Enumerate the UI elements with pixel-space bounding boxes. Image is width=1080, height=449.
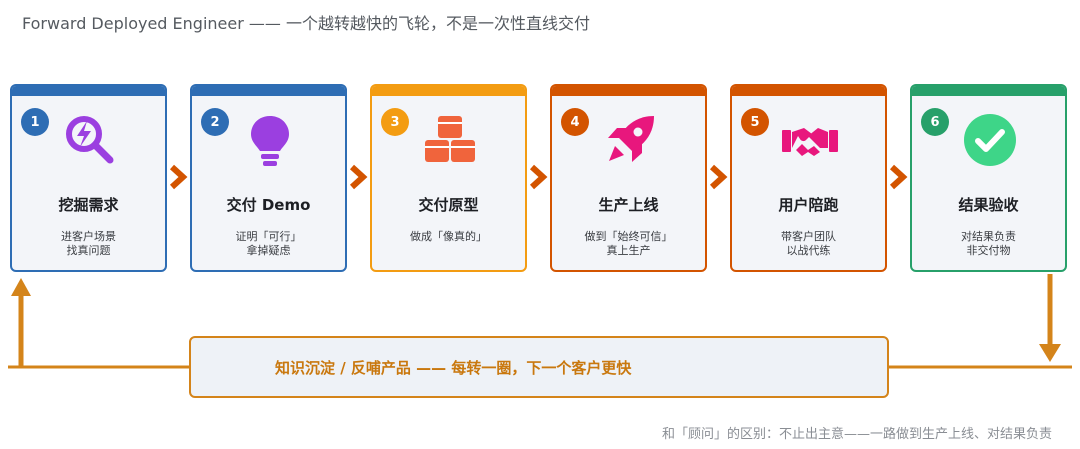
- step-title: 交付原型: [418, 196, 479, 214]
- chevron-right-icon: [349, 164, 368, 190]
- card-top-bar: [12, 86, 165, 96]
- check-circle-icon: [964, 114, 1016, 166]
- step-card-5: 5 用户陪跑 带客户团队 以战代练: [730, 84, 887, 272]
- cubes-icon: [425, 116, 475, 162]
- step-title: 结果验收: [958, 196, 1019, 214]
- footer-note: 和「顾问」的区别：不止出主意——一路做到生产上线、对结果负责: [661, 427, 1052, 442]
- step-card-1: 1 挖掘需求 进客户场景 找真问题: [10, 84, 167, 272]
- step-number-badge: 2: [201, 108, 229, 136]
- chevron-right-icon: [529, 164, 548, 190]
- loop-label: 知识沉淀 / 反哺产品 —— 每转一圈，下一个客户更快: [275, 358, 632, 377]
- card-top-bar: [372, 86, 525, 96]
- card-top-bar: [192, 86, 345, 96]
- step-description: 做到「始终可信」 真上生产: [584, 230, 673, 257]
- step-description: 对结果负责 非交付物: [961, 230, 1016, 257]
- page-title: Forward Deployed Engineer —— 一个越转越快的飞轮，不…: [22, 14, 590, 33]
- chevron-right-icon: [169, 164, 188, 190]
- search-bolt-icon: [66, 116, 114, 164]
- step-title: 挖掘需求: [58, 196, 119, 214]
- rocket-icon: [608, 116, 654, 162]
- step-title: 交付 Demo: [226, 196, 311, 214]
- step-number-badge: 4: [561, 108, 589, 136]
- card-top-bar: [552, 86, 705, 96]
- step-description: 证明「可行」 拿掉疑虑: [235, 230, 302, 257]
- arrow-up-icon: [11, 278, 31, 296]
- step-number-badge: 5: [741, 108, 769, 136]
- step-title: 用户陪跑: [778, 196, 839, 214]
- step-title: 生产上线: [598, 196, 659, 214]
- step-description: 做成「像真的」: [410, 230, 487, 243]
- card-top-bar: [912, 86, 1065, 96]
- step-description: 进客户场景 找真问题: [61, 230, 116, 257]
- step-card-4: 4 生产上线 做到「始终可信」 真上生产: [550, 84, 707, 272]
- card-top-bar: [732, 86, 885, 96]
- handshake-icon: [782, 128, 838, 156]
- arrow-down-icon: [1039, 344, 1061, 362]
- chevron-right-icon: [709, 164, 728, 190]
- chevron-right-icon: [889, 164, 908, 190]
- knowledge-loop-box: 知识沉淀 / 反哺产品 —— 每转一圈，下一个客户更快: [189, 336, 889, 398]
- lightbulb-icon: [251, 116, 289, 166]
- step-card-6: 6 结果验收 对结果负责 非交付物: [910, 84, 1067, 272]
- step-card-2: 2 交付 Demo 证明「可行」 拿掉疑虑: [190, 84, 347, 272]
- step-number-badge: 6: [921, 108, 949, 136]
- step-card-3: 3 交付原型 做成「像真的」: [370, 84, 527, 272]
- step-number-badge: 3: [381, 108, 409, 136]
- step-number-badge: 1: [21, 108, 49, 136]
- step-description: 带客户团队 以战代练: [781, 230, 836, 257]
